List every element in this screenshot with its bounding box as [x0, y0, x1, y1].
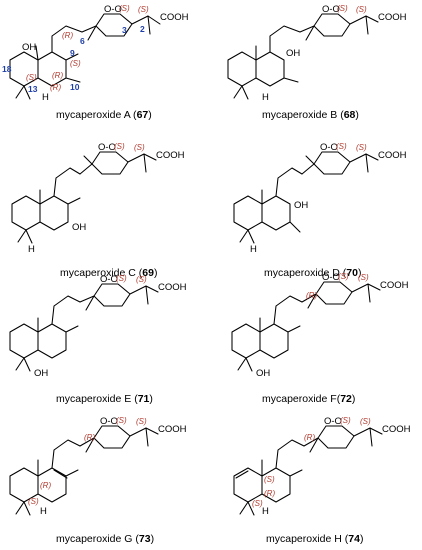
oh-label: OH	[294, 200, 308, 211]
peroxide-label: O-O	[322, 272, 340, 283]
cip-label: (S)	[264, 475, 275, 484]
cooh-label: COOH	[378, 12, 407, 23]
cip-label: (S)	[134, 143, 145, 152]
peroxide-label: O-O	[98, 142, 116, 153]
atom-number: 2	[140, 24, 145, 34]
cooh-label: COOH	[380, 280, 409, 291]
peroxide-label: O-O	[100, 416, 118, 427]
cip-label: (R)	[306, 291, 317, 300]
cip-label: (S)	[28, 497, 39, 506]
structure-mycaperoxide-h: O-O COOH H (R) (S) (S) (S) (R) (S) mycap…	[233, 416, 411, 545]
oh-label: OH	[22, 42, 36, 53]
cooh-label: COOH	[158, 424, 187, 435]
atom-number: 9	[70, 48, 75, 58]
cip-label: (S)	[116, 416, 127, 425]
structure-mycaperoxide-f: O-O COOH OH (R) (S) (S) mycaperoxide F(7…	[231, 272, 409, 405]
cooh-label: COOH	[160, 12, 189, 23]
caption-mycaperoxide-c: mycaperoxide C (69)	[60, 267, 157, 279]
cip-label: (R)	[40, 481, 51, 490]
cooh-label: COOH	[378, 150, 407, 161]
caption-mycaperoxide-e: mycaperoxide E (71)	[56, 393, 153, 405]
cip-label: (S)	[340, 416, 351, 425]
structure-mycaperoxide-g: O-O COOH H (R) (S) (S) (R) (S) mycaperox…	[9, 416, 187, 545]
peroxide-label: O-O	[324, 416, 342, 427]
caption-mycaperoxide-d: mycaperoxide D (70)	[264, 267, 361, 279]
cip-label: (S)	[356, 5, 367, 14]
atom-number: 6	[80, 36, 85, 46]
cip-label: (S)	[119, 4, 130, 13]
structure-mycaperoxide-b: O-O COOH OH H (S) (S) mycaperoxide B (68…	[227, 4, 407, 121]
cip-label: (R)	[304, 433, 315, 442]
structure-mycaperoxide-a: O-O COOH OH H (S) (S) (R) (S) (R) (R) (S…	[2, 4, 189, 121]
h-label: H	[42, 92, 49, 103]
h-label: H	[262, 506, 269, 517]
cip-label: (S)	[114, 142, 125, 151]
cip-label: (S)	[360, 417, 371, 426]
cip-label: (S)	[358, 273, 369, 282]
cip-label: (S)	[336, 142, 347, 151]
structure-mycaperoxide-c: O-O COOH OH H (S) (S) mycaperoxide C (69…	[11, 142, 185, 279]
cip-label: (R)	[52, 71, 63, 80]
oh-label: OH	[286, 48, 300, 59]
structure-mycaperoxide-e: O-O COOH OH (S) (S) mycaperoxide E (71)	[9, 274, 187, 405]
peroxide-label: O-O	[100, 274, 118, 285]
caption-mycaperoxide-b: mycaperoxide B (68)	[262, 109, 359, 121]
caption-mycaperoxide-h: mycaperoxide H (74)	[266, 533, 363, 545]
atom-number: 3	[122, 25, 127, 35]
atom-number: 13	[28, 84, 38, 94]
cooh-label: COOH	[382, 424, 411, 435]
cip-label: (R)	[84, 433, 95, 442]
oh-label: OH	[256, 368, 270, 379]
structure-mycaperoxide-d: O-O COOH OH H (S) (S) mycaperoxide D (70…	[233, 142, 407, 279]
h-label: H	[250, 244, 257, 255]
h-label: H	[28, 244, 35, 255]
oh-label: OH	[72, 222, 86, 233]
cip-label: (S)	[338, 272, 349, 281]
cip-label: (S)	[26, 73, 37, 82]
cip-label: (R)	[50, 83, 61, 92]
oh-label: OH	[34, 368, 48, 379]
h-label: H	[262, 92, 269, 103]
peroxide-label: O-O	[320, 142, 338, 153]
caption-mycaperoxide-g: mycaperoxide G (73)	[56, 533, 154, 545]
cip-label: (S)	[138, 5, 149, 14]
cip-label: (R)	[62, 31, 73, 40]
cip-label: (S)	[252, 499, 263, 508]
peroxide-label: O-O	[104, 4, 122, 15]
cooh-label: COOH	[156, 150, 185, 161]
cip-label: (S)	[116, 274, 127, 283]
cip-label: (S)	[70, 59, 81, 68]
cooh-label: COOH	[158, 282, 187, 293]
h-label: H	[40, 506, 47, 517]
atom-number: 10	[70, 82, 80, 92]
cip-label: (S)	[356, 143, 367, 152]
caption-mycaperoxide-f: mycaperoxide F(72)	[262, 393, 355, 405]
cip-label: (R)	[264, 489, 275, 498]
cip-label: (S)	[337, 4, 348, 13]
cip-label: (S)	[136, 275, 147, 284]
caption-mycaperoxide-a: mycaperoxide A (67)	[56, 109, 152, 121]
peroxide-label: O-O	[322, 4, 340, 15]
cip-label: (S)	[136, 417, 147, 426]
atom-number: 18	[2, 64, 12, 74]
